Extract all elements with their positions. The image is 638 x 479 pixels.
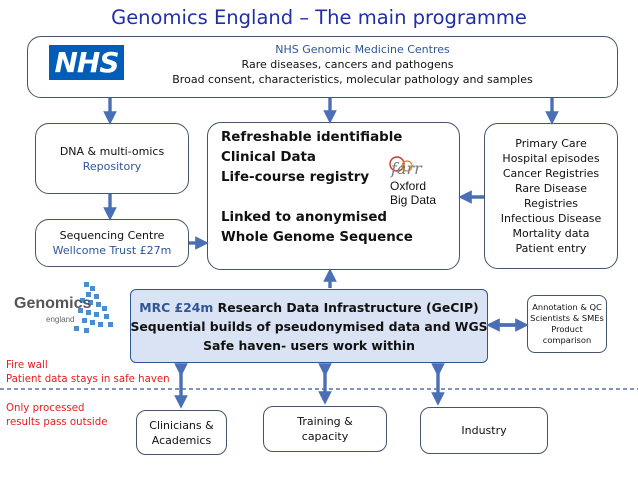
industry-box: Industry <box>420 407 548 454</box>
clinical-line1: Refreshable identifiable <box>221 130 403 145</box>
source-item: Infectious Disease <box>500 212 602 225</box>
source-item: Patient entry <box>515 242 587 255</box>
source-item: Primary Care <box>515 137 587 150</box>
clinical-line3: Life-course registry <box>221 170 370 185</box>
farr-label-line2: Big Data <box>390 193 437 207</box>
repository-box: DNA & multi-omics Repository <box>35 123 189 194</box>
genomics-logo-sub: england <box>46 315 75 324</box>
clinical-line4: Linked to anonymised <box>221 210 388 225</box>
clinicians-box: Clinicians & Academics <box>136 410 227 455</box>
genomics-england-logo <box>16 278 126 338</box>
industry-label: Industry <box>461 424 507 437</box>
farr-logo-icon: farr <box>389 156 423 178</box>
source-item: Hospital episodes <box>502 152 600 165</box>
processed-line1: Only processed <box>6 403 85 414</box>
clinicians-line2: Academics <box>151 433 212 447</box>
mrc-infrastructure-box: MRC £24m Research Data Infrastructure (G… <box>130 289 488 363</box>
nhs-centres-title: NHS Genomic Medicine Centres <box>275 43 450 56</box>
data-sources-box: Primary Care Hospital episodes Cancer Re… <box>484 123 618 269</box>
nhs-logo: NHS <box>49 45 124 80</box>
source-item: Mortality data <box>512 227 590 240</box>
training-line2: capacity <box>301 430 349 443</box>
annotation-box: Annotation & QC Scientists & SMEs Produc… <box>527 295 607 353</box>
mrc-line1-rest: Research Data Infrastructure (GeCIP) <box>213 299 479 315</box>
farr-logo-text: farr <box>390 159 423 178</box>
sequencing-box: Sequencing Centre Wellcome Trust £27m <box>35 219 189 267</box>
annotation-line3: Product <box>551 324 583 334</box>
clinical-line2: Clinical Data <box>221 150 316 165</box>
repository-line2: Repository <box>82 159 142 173</box>
genomics-map-icon <box>74 282 113 333</box>
firewall-line2: Patient data stays in safe haven <box>6 374 170 385</box>
source-item: Registries <box>523 197 579 210</box>
page-title: Genomics England – The main programme <box>111 6 527 29</box>
mrc-line2: Sequential builds of pseudonymised data … <box>130 318 488 334</box>
training-box: Training & capacity <box>263 406 387 452</box>
clinical-line5: Whole Genome Sequence <box>221 230 413 245</box>
sequencing-line1: Sequencing Centre <box>59 229 165 242</box>
genomics-logo-word: Genomics <box>14 295 92 312</box>
source-item: Rare Disease <box>515 182 587 195</box>
nhs-centres-line3: Broad consent, characteristics, molecula… <box>172 73 533 86</box>
annotation-line4: comparison <box>542 335 592 345</box>
clinicians-line1: Clinicians & <box>149 418 214 432</box>
farr-label-line1: Oxford <box>390 179 427 193</box>
source-item: Cancer Registries <box>502 167 600 180</box>
farr-logo: farr <box>385 152 435 180</box>
annotation-line2: Scientists & SMEs <box>530 313 604 323</box>
mrc-line3: Safe haven- users work within <box>203 337 415 353</box>
sequencing-line2: Wellcome Trust £27m <box>52 244 172 257</box>
firewall-line1: Fire wall <box>6 360 48 371</box>
clinical-data-box: Refreshable identifiable Clinical Data L… <box>207 122 460 270</box>
training-line1: Training & <box>297 415 353 428</box>
mrc-funding: MRC £24m <box>139 299 214 315</box>
nhs-centres-box: NHS Genomic Medicine Centres Rare diseas… <box>27 36 618 98</box>
annotation-line1: Annotation & QC <box>532 302 602 312</box>
repository-line1: DNA & multi-omics <box>59 144 165 158</box>
processed-line2: results pass outside <box>6 417 108 428</box>
mrc-line1: MRC £24m Research Data Infrastructure (G… <box>139 298 478 317</box>
nhs-centres-line2: Rare diseases, cancers and pathogens <box>241 58 454 71</box>
